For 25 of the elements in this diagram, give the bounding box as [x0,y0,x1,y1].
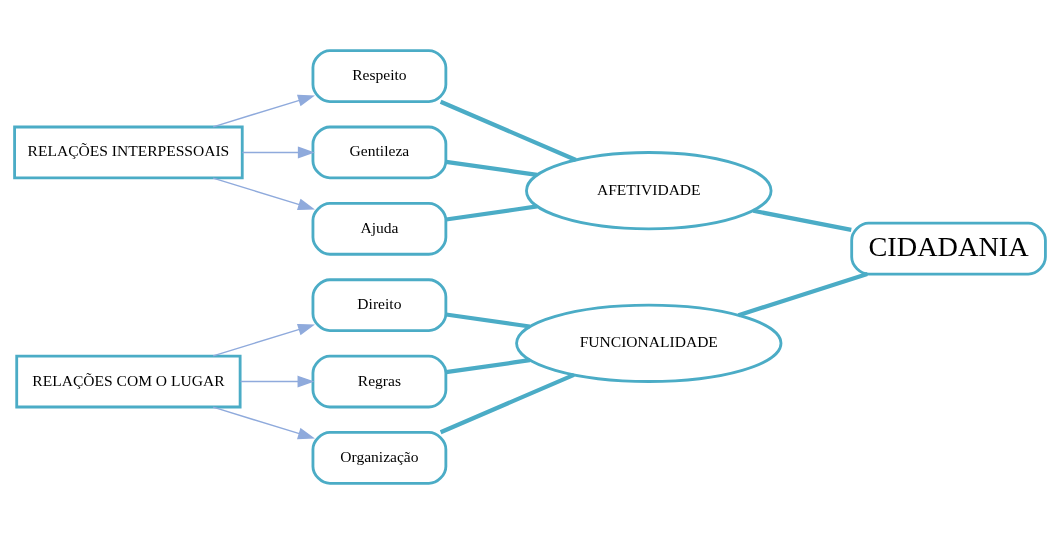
connector [752,208,852,232]
connector [445,159,538,177]
connector [439,372,575,434]
arrow [212,405,315,439]
arrow [212,176,315,210]
connector [445,311,531,329]
arrow [241,146,315,158]
connector [445,203,538,222]
node-box: Regras [311,354,448,408]
node-ellipse: FUNCIONALIDADE [515,303,783,383]
node-box: Ajuda [311,201,448,256]
connector [737,271,868,317]
node-box: RELAÇÕES INTERPESSOAIS [13,125,244,179]
node-box: CIDADANIA [850,221,1047,275]
node-box: RELAÇÕES COM O LUGAR [15,354,242,408]
arrow [239,375,315,387]
node-box: Respeito [311,48,448,103]
node-box: Gentileza [311,125,448,179]
connector [445,357,531,374]
node-box: Direito [311,277,448,332]
arrow [212,94,315,128]
node-box: Organização [311,430,448,485]
node-ellipse: AFETIVIDADE [525,150,773,230]
connector [439,99,577,162]
arrow [212,323,315,357]
